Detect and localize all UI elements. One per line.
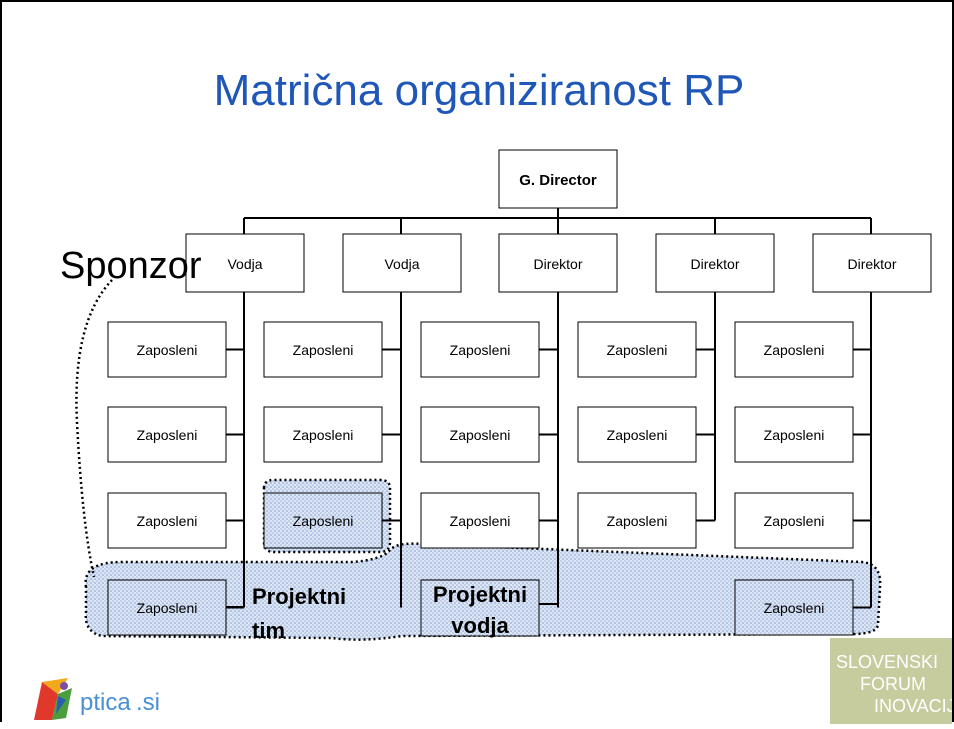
employee-box [420,321,540,378]
project-leader-label-2: vodja [451,613,509,638]
employee-box [263,492,383,549]
employee-label: Zaposleni [450,342,511,358]
sponsor-link [75,279,113,578]
employee-label: Zaposleni [764,513,825,529]
forum-logo-line-2: FORUM [860,674,926,694]
employee-box [734,321,854,378]
head-label-3: Direktor [533,256,582,272]
employee-box [577,406,697,463]
forum-logo-graphic: SLOVENSKI FORUM INOVACIJ [830,638,954,724]
project-team-label-1: Projektni [252,584,346,609]
employee-box [263,321,383,378]
employee-label: Zaposleni [137,427,198,443]
employee-box [734,406,854,463]
employee-label: Zaposleni [607,342,668,358]
logo-suffix: .si [136,689,160,716]
head-label-4: Direktor [690,256,739,272]
employee-label: Zaposleni [607,427,668,443]
project-leader-box [420,579,540,637]
employee-label: Zaposleni [137,600,198,616]
general-director-box [498,149,618,209]
forum-logo: SLOVENSKI FORUM INOVACIJ [830,638,954,724]
head-label-1: Vodja [227,256,262,272]
head-box-2 [342,233,462,293]
employee-label: Zaposleni [293,427,354,443]
head-box-3 [498,233,618,293]
employee-label: Zaposleni [293,513,354,529]
employee-label: Zaposleni [764,600,825,616]
employee-box [420,406,540,463]
employee-box [107,321,227,378]
employee-label: Zaposleni [137,342,198,358]
head-label-2: Vodja [384,256,419,272]
project-team-label-2: tim [252,618,285,643]
general-director-label: G. Director [519,172,597,189]
employee-label: Zaposleni [137,513,198,529]
project-leader-label-1: Projektni [433,582,527,607]
employee-box [734,579,854,636]
employee-box [577,492,697,549]
forum-logo-line-3: INOVACIJ [874,696,952,716]
employee-label: Zaposleni [607,513,668,529]
bird-icon: ptica .si [34,678,160,720]
employee-label: Zaposleni [450,513,511,529]
head-box-5 [812,233,932,293]
head-box-1 [185,233,305,293]
forum-logo-line-1: SLOVENSKI [836,652,938,672]
employee-box [107,579,227,636]
employee-box [107,492,227,549]
head-label-5: Direktor [847,256,896,272]
employee-box [107,406,227,463]
sponsor-label: Sponzor [60,245,202,287]
employee-box [420,492,540,549]
employee-label: Zaposleni [450,427,511,443]
ptica-logo: ptica .si [32,674,172,722]
head-box-4 [655,233,775,293]
logo-text: ptica [80,689,131,716]
employee-label: Zaposleni [764,342,825,358]
employee-label: Zaposleni [293,342,354,358]
employee-label: Zaposleni [764,427,825,443]
page-title: Matrična organiziranost RP [213,66,745,115]
employee-box [577,321,697,378]
employee-box [263,406,383,463]
employee-box [734,492,854,549]
